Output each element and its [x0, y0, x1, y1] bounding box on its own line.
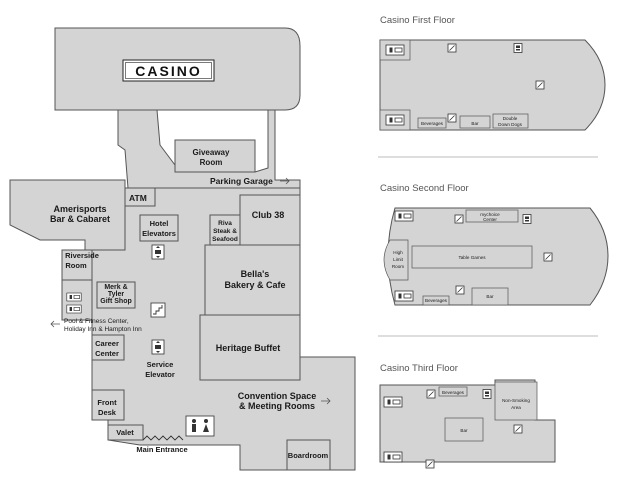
beverages-counter[interactable]	[438, 386, 468, 397]
elevator-icon	[151, 244, 165, 260]
beverages-counter[interactable]	[422, 295, 450, 306]
double-down-dogs-counter[interactable]	[492, 113, 529, 129]
casino-logo-frame	[122, 59, 215, 82]
table-games-area[interactable]	[411, 245, 533, 269]
slot-icon	[426, 389, 436, 399]
cash-icon	[66, 304, 82, 314]
non-smoking-area[interactable]	[494, 381, 538, 421]
convention-arrow-icon	[321, 397, 331, 405]
convention-label: Convention Space& Meeting Rooms	[238, 391, 317, 411]
boardroom-label: Boardroom	[288, 451, 329, 460]
atm-icon	[522, 214, 532, 224]
beverages-label: Beverages	[421, 121, 444, 126]
riva-steak-seafood[interactable]	[209, 214, 241, 246]
slot-icon	[454, 214, 464, 224]
first-floor-title: Casino First Floor	[380, 15, 455, 26]
merk-tyler-gift-shop[interactable]	[96, 281, 136, 309]
cash-icon	[385, 114, 405, 126]
beverages-label: Beverages	[425, 298, 448, 303]
slot-icon	[535, 80, 545, 90]
bar-area[interactable]	[444, 417, 484, 442]
slot-icon	[447, 113, 457, 123]
career-center[interactable]	[91, 334, 125, 361]
atm-icon	[482, 389, 492, 399]
bar-label: Bar	[486, 294, 494, 299]
atm-icon	[513, 43, 523, 53]
atm-label: ATM	[129, 193, 147, 203]
main-entrance-marker	[142, 435, 184, 441]
boardroom[interactable]	[286, 439, 331, 471]
bar-label: Bar	[471, 121, 479, 126]
restroom-icon	[185, 415, 215, 437]
bar-counter[interactable]	[471, 287, 509, 306]
heritage-buffet-label: Heritage Buffet	[216, 343, 281, 353]
front-desk[interactable]	[91, 389, 125, 421]
third-floor-title: Casino Third Floor	[380, 363, 458, 374]
cash-icon	[385, 44, 405, 56]
casino-title: CASINO	[135, 63, 201, 79]
valet[interactable]	[107, 424, 144, 441]
pool-arrow-icon	[50, 320, 60, 328]
parking-arrow-icon	[280, 177, 290, 185]
valet-label: Valet	[116, 428, 134, 437]
atm-area[interactable]	[124, 187, 156, 207]
bellas-bakery[interactable]	[204, 244, 301, 316]
club-38-label: Club 38	[252, 210, 285, 220]
stairs-icon	[150, 302, 166, 318]
beverages-label: Beverages	[442, 390, 465, 395]
slot-icon	[513, 424, 523, 434]
slot-icon	[543, 252, 553, 262]
cash-icon	[394, 290, 414, 302]
pool-fitness-label: Pool & Fitness Center,Holiday Inn & Hamp…	[64, 318, 142, 333]
second-floor-title: Casino Second Floor	[380, 183, 469, 194]
hotel-elevators[interactable]	[139, 214, 179, 242]
high-limit-room[interactable]	[383, 239, 409, 281]
cash-icon	[394, 210, 414, 222]
beverages-counter[interactable]	[417, 117, 447, 129]
bar-counter[interactable]	[459, 115, 491, 129]
club-38[interactable]	[239, 194, 301, 246]
table-games-label: Table Games	[458, 255, 486, 260]
main-floorplan	[9, 27, 356, 471]
heritage-buffet[interactable]	[199, 314, 301, 381]
bar-label: Bar	[460, 428, 468, 433]
main-entrance-label: Main Entrance	[136, 445, 187, 454]
cash-icon	[383, 451, 403, 463]
giveaway-room[interactable]	[174, 139, 256, 173]
parking-garage-label: Parking Garage	[210, 176, 273, 186]
slot-icon	[447, 43, 457, 53]
cash-icon	[383, 396, 403, 408]
mychoice-center[interactable]	[465, 209, 519, 223]
service-elevator-icon	[151, 339, 165, 355]
cash-icon	[66, 292, 82, 302]
slot-icon	[425, 459, 435, 469]
slot-icon	[455, 285, 465, 295]
